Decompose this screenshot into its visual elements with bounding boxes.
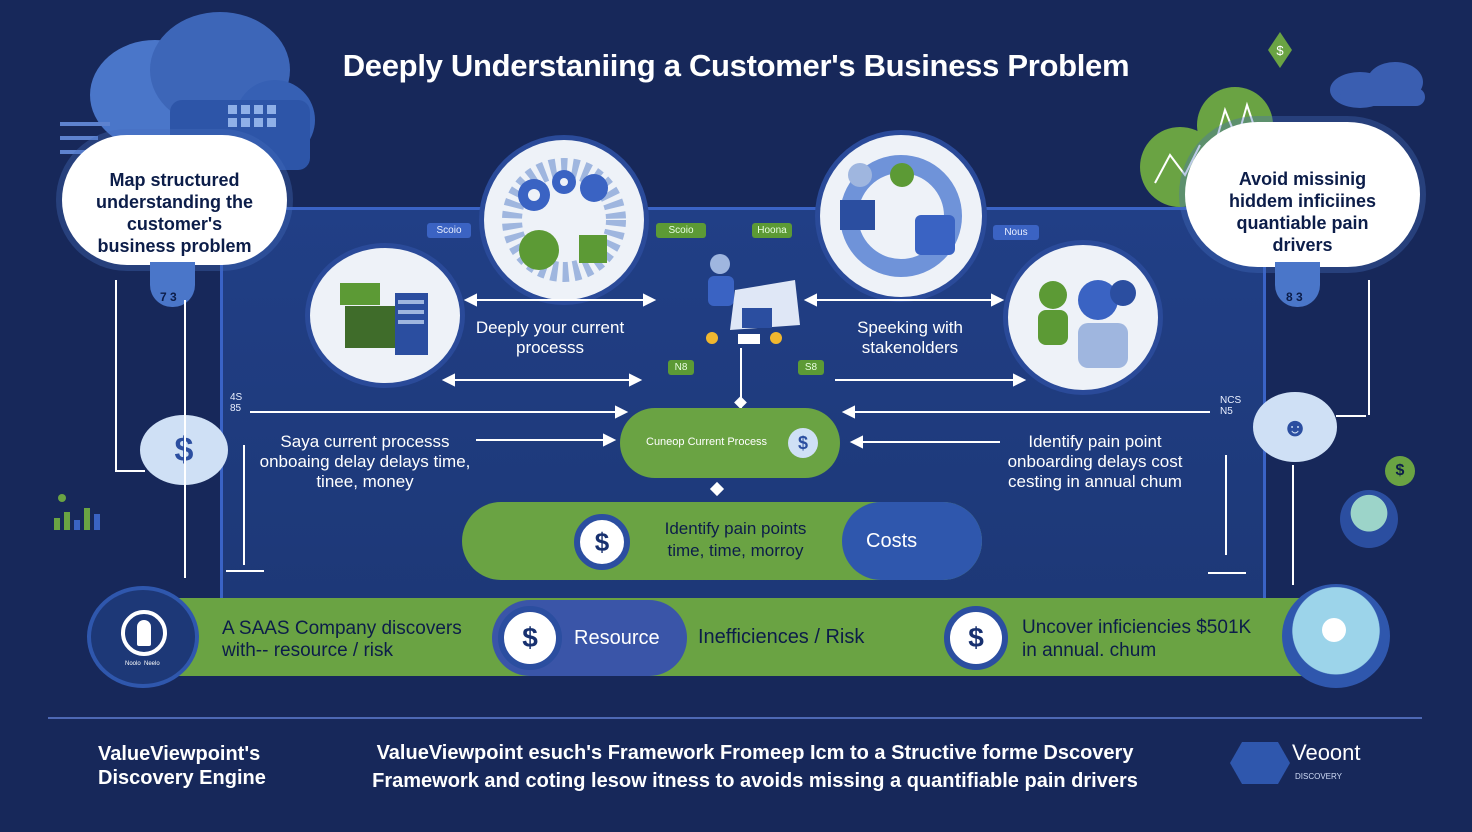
- lock-icon-circle: Noolo Neelo: [91, 590, 195, 684]
- right-connector-vertical-3: [1225, 455, 1227, 555]
- lock-caption: Noolo Neelo: [125, 661, 160, 667]
- right-connector-horizontal: [1336, 415, 1366, 417]
- right-cloud-stem: [1275, 262, 1320, 307]
- uncover-dollar-icon: $: [944, 606, 1008, 670]
- svg-text:$: $: [1276, 43, 1284, 58]
- footer-divider: [48, 717, 1422, 719]
- right-detail-text: Identify pain point onboarding delays co…: [1007, 432, 1183, 491]
- footer-line-2: Framework and coting lesow itness to avo…: [372, 770, 1138, 792]
- tag-hoona: Hoona: [752, 223, 792, 238]
- left-connector-vertical: [115, 280, 117, 470]
- tag-ncs: NCS N5: [1220, 395, 1242, 417]
- globe-icon-circle: [1282, 584, 1390, 688]
- tag-scoio-1: Scoio: [427, 223, 471, 238]
- resource-badge[interactable]: $ Resource: [492, 600, 687, 676]
- footer-engine-title: ValueViewpoint's Discovery Engine: [98, 743, 266, 789]
- tag-4s: 4S 85: [230, 392, 243, 414]
- current-process-dollar-icon: $: [788, 428, 818, 458]
- current-process-label: Cuneop Current Process: [646, 436, 768, 448]
- left-process-label: Deeply your current processs: [475, 318, 625, 357]
- current-process-pill[interactable]: Cuneop Current Process $: [620, 408, 840, 478]
- right-cloud-tag: 8 3: [1286, 290, 1303, 304]
- right-cloud-callout: Avoid missinig hiddem inficiines quantia…: [1185, 122, 1420, 267]
- left-cloud-callout: Map structured understanding the custome…: [62, 135, 287, 265]
- inefficiencies-text: Inefficiences / Risk: [698, 626, 865, 648]
- people-illustration-top: [820, 135, 982, 297]
- brand-logo-icon: [1230, 742, 1290, 784]
- mini-bar-chart-icon: [54, 494, 100, 530]
- saas-company-text: A SAAS Company discovers with-- resource…: [222, 618, 462, 661]
- summary-bar: [140, 598, 1350, 676]
- gears-illustration: [484, 140, 644, 300]
- stakeholders-illustration: [1008, 245, 1158, 390]
- left-cloud-tag: 7 3: [160, 290, 177, 304]
- tag-n8: N8: [668, 360, 694, 375]
- center-connector: [740, 348, 742, 408]
- resource-label: Resource: [574, 627, 660, 649]
- left-cloud-stem: [150, 262, 195, 307]
- left-connector-horizontal: [115, 470, 145, 472]
- right-green-dollar-icon: $: [1385, 456, 1415, 486]
- footer-line-1: ValueViewpoint esuch's Framework Fromeep…: [376, 742, 1134, 764]
- right-process-label: Speeking with stakenolders: [857, 318, 963, 357]
- right-cloud-text: Avoid missinig hiddem inficiines quantia…: [1228, 169, 1377, 255]
- tag-nous: Nous: [993, 225, 1039, 240]
- right-connector-step: [1208, 572, 1246, 574]
- pain-points-label: Identify pain points time, time, morroy: [664, 519, 807, 560]
- brand-name: Veoont: [1292, 740, 1361, 765]
- right-person-icon: ☻: [1253, 392, 1337, 462]
- process-arrows: [250, 293, 1210, 449]
- diamond-dollar-icon: $: [1268, 32, 1292, 68]
- right-globe-icon: [1340, 490, 1398, 548]
- left-connector-vertical-2: [184, 300, 186, 578]
- globe-icon: [1322, 618, 1346, 642]
- desk-worker-illustration: [706, 254, 800, 344]
- uncover-text: Uncover inficiencies $501K in annual. ch…: [1022, 617, 1252, 661]
- lock-icon-keyhole: [137, 620, 151, 646]
- left-cloud-text: Map structured understanding the custome…: [96, 170, 253, 256]
- documents-illustration: [310, 248, 460, 383]
- lock-icon: [121, 610, 167, 656]
- costs-segment[interactable]: Costs: [842, 502, 982, 580]
- pain-points-dollar-icon: $: [574, 514, 630, 570]
- left-connector-step: [226, 570, 264, 572]
- resource-dollar-icon: $: [498, 606, 562, 670]
- tag-s8: S8: [798, 360, 824, 375]
- costs-label: Costs: [866, 530, 918, 552]
- left-detail-text: Saya current processs onboaing delay del…: [259, 432, 471, 491]
- left-connector-vertical-3: [243, 445, 245, 565]
- brand-subtitle: DISCOVERY: [1295, 772, 1342, 781]
- right-connector-vertical-2: [1292, 465, 1294, 585]
- tag-scoio-2: Scoio: [656, 223, 706, 238]
- right-connector-vertical: [1368, 280, 1370, 415]
- pain-points-pill[interactable]: Costs $ Identify pain points time, time,…: [462, 502, 982, 580]
- cloud-decoration-right: [1330, 62, 1425, 108]
- page-title: Deeply Understaniing a Customer's Busine…: [342, 48, 1130, 83]
